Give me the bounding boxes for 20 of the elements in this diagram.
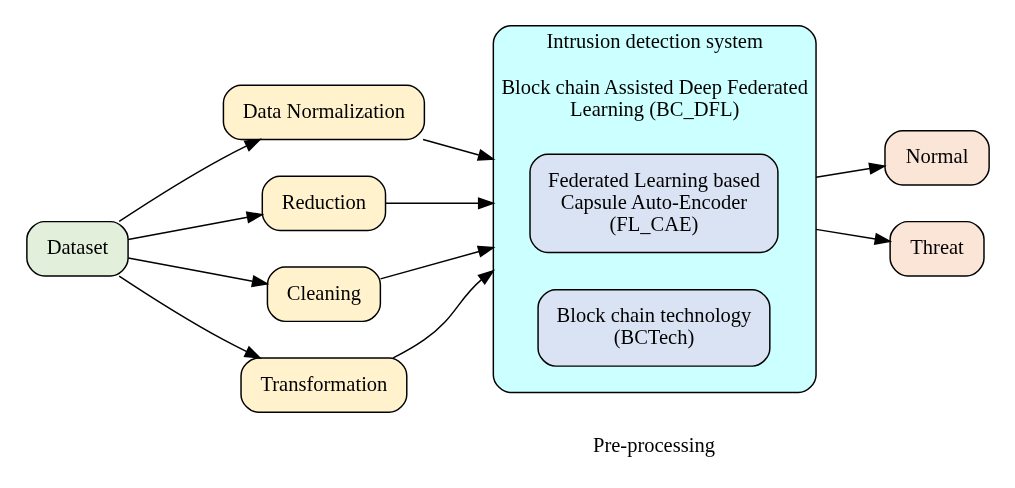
- arrow: [384, 197, 496, 210]
- node-box: Reduction: [261, 175, 386, 232]
- label: Pre-processing: [592, 434, 715, 457]
- arrow: [126, 211, 264, 241]
- node-box: Transformation: [239, 357, 408, 414]
- arrow: [126, 257, 269, 288]
- node-box: Normal: [883, 129, 990, 186]
- node-box: Federated Learning based Capsule Auto-Encoder (FL_CAE): [528, 153, 779, 254]
- arrow: [117, 275, 262, 359]
- arrow: [379, 245, 495, 280]
- node-box: Block chain technology (BCTech): [536, 289, 771, 367]
- node-box: Dataset: [25, 220, 129, 277]
- arrow: [117, 138, 262, 223]
- node-box: Data Normalization: [222, 84, 425, 141]
- arrow: [391, 269, 495, 359]
- node-box: Threat: [888, 220, 985, 277]
- arrow: [814, 228, 892, 245]
- arrow: [814, 162, 887, 178]
- node-box: Cleaning: [266, 266, 381, 323]
- arrow: [421, 138, 495, 161]
